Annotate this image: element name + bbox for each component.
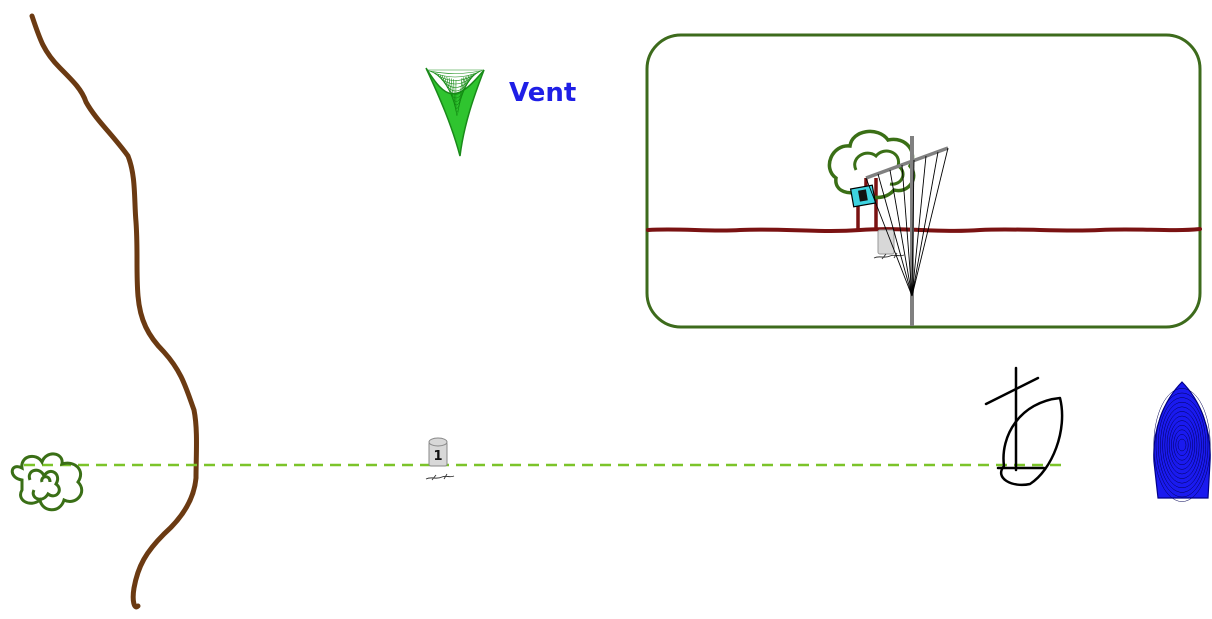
wind-hatch-line xyxy=(430,70,481,78)
buoy-hatch-line xyxy=(1162,406,1202,484)
wind-direction-chevron-icon xyxy=(425,67,485,157)
inset-close-up-view xyxy=(645,33,1202,329)
wind-hatch-line xyxy=(444,74,471,99)
mast-fan-line xyxy=(901,164,913,297)
mast-fan-line xyxy=(911,147,949,297)
buoy-hatch-line xyxy=(1168,420,1196,470)
wind-hatch-line xyxy=(453,77,464,113)
river-icon xyxy=(29,13,199,610)
wind-hatch-line xyxy=(455,77,463,116)
buoy-hatch-line xyxy=(1155,392,1209,498)
buoy-hatch-line xyxy=(1177,438,1187,452)
numbered-post-icon: 1 xyxy=(425,437,455,481)
buoy-hatch-line xyxy=(1164,411,1200,479)
wind-hatch-line xyxy=(432,71,480,81)
buoy-hatch-line xyxy=(1171,424,1193,466)
mast-icon xyxy=(865,136,949,326)
buoy-icon xyxy=(1153,381,1211,502)
buoy-hatch-line xyxy=(1157,397,1207,493)
wind-hatch-line xyxy=(428,70,483,74)
buoy-hatch-line xyxy=(1175,434,1189,456)
mast-fan-line xyxy=(911,151,939,297)
flag-icon xyxy=(849,184,877,208)
buoy-hatch-line xyxy=(1173,429,1191,461)
mast-fan-line xyxy=(889,169,913,297)
marker-number: 1 xyxy=(433,449,442,464)
buoy-hatch-line xyxy=(1160,401,1204,489)
mast-fan-line xyxy=(911,159,915,297)
inset-ground-line xyxy=(646,227,1202,233)
mast-fan-line xyxy=(911,155,927,297)
sailboat-icon xyxy=(984,366,1064,487)
buoy-hatch-line xyxy=(1166,415,1198,475)
buoy-hatch-line xyxy=(1153,388,1211,502)
wind-hatch-line xyxy=(448,76,468,106)
bush-icon xyxy=(10,452,84,512)
mast-fan-line xyxy=(865,177,913,297)
mast-fan-line xyxy=(877,173,913,297)
wind-label: Vent xyxy=(509,78,576,108)
wind-hatch-line xyxy=(451,76,466,109)
